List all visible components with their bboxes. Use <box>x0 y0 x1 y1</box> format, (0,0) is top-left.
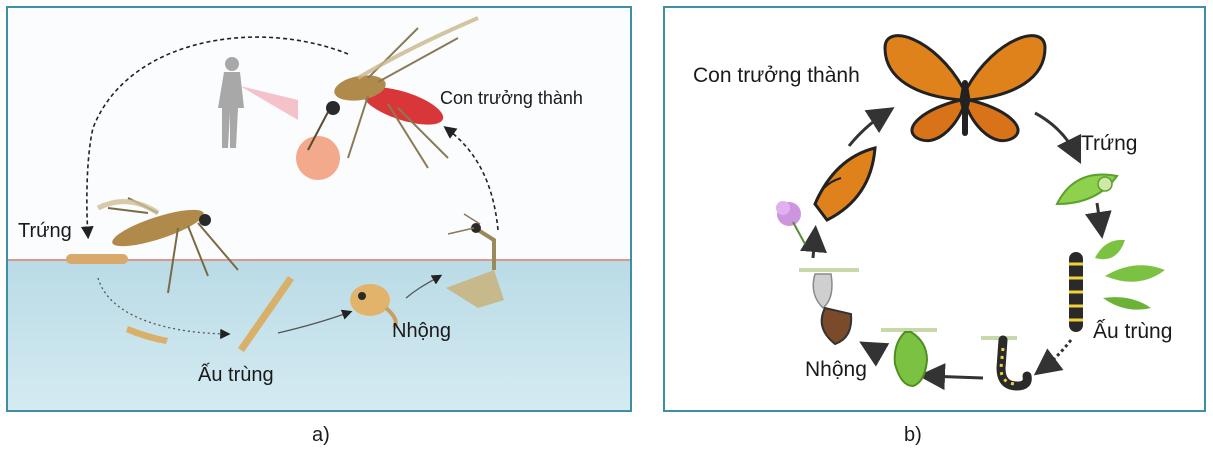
skin-bite-circle <box>296 136 340 180</box>
adult-to-egg-arrow <box>1035 113 1077 156</box>
larva-to-chrysalis-arrow <box>1041 340 1071 370</box>
butterfly-on-flower-icon <box>776 148 875 244</box>
emerging-butterfly-icon <box>799 270 859 344</box>
adult-butterfly-icon <box>885 36 1045 141</box>
label-adult-a: Con trưởng thành <box>440 88 583 109</box>
leaves-with-caterpillar-icon <box>1069 240 1165 332</box>
label-larva-a: Ấu trùng <box>198 364 274 387</box>
label-pupa-a: Nhộng <box>392 320 451 343</box>
scent-cone <box>240 86 298 120</box>
caption-b: b) <box>904 424 922 447</box>
pupa-to-adult-arrow <box>446 128 498 230</box>
water-area <box>8 260 632 412</box>
label-adult-b: Con trưởng thành <box>693 64 860 88</box>
mosquito-cycle-illustration <box>8 8 632 412</box>
pupa-to-emerging-arrow <box>867 346 881 354</box>
egg-on-leaf-icon <box>1057 175 1117 204</box>
label-pupa-b: Nhộng <box>805 358 867 382</box>
label-larva-b: Ấu trùng <box>1093 320 1172 344</box>
adult-to-egg-arrow <box>87 37 348 236</box>
caterpillar-to-pupa-arrow <box>927 376 983 378</box>
flower-to-adult-arrow <box>849 112 887 146</box>
egg-raft <box>66 254 128 264</box>
hanging-caterpillar-icon <box>981 338 1027 386</box>
mosquito-life-cycle-panel: Con trưởng thành Trứng Ấu trùng Nhộng <box>6 6 632 412</box>
label-egg-b: Trứng <box>1081 132 1137 156</box>
butterfly-life-cycle-panel: Con trưởng thành Trứng Ấu trùng Nhộng <box>663 6 1206 412</box>
egg-to-larva-arrow <box>1097 203 1101 230</box>
label-egg-a: Trứng <box>18 220 72 243</box>
human-silhouette-icon <box>218 57 244 148</box>
emerging-to-flower-arrow <box>813 234 815 258</box>
caption-a: a) <box>312 424 330 447</box>
chrysalis-icon <box>881 330 937 386</box>
